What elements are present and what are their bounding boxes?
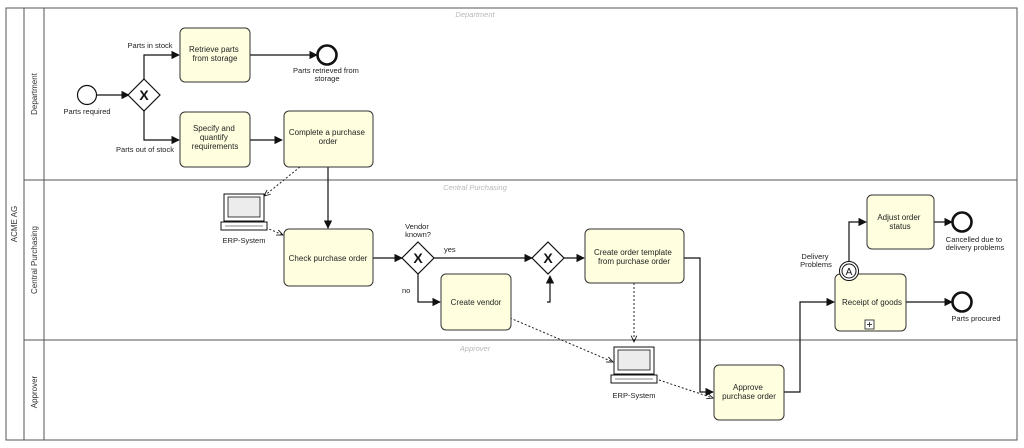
svg-text:Retrieve parts from stor: Retrieve parts from storage [189, 45, 241, 63]
erp-system-label: ERP-System [613, 391, 656, 400]
task-create-order-template[interactable]: Create order template from purchase orde… [584, 228, 685, 284]
end-event-cancelled-label: Cancelled due to delivery problems [946, 235, 1005, 252]
flow-out-of-stock [143, 110, 180, 145]
expand-subprocess-icon[interactable] [864, 319, 875, 330]
lane-label-department: Department [30, 72, 39, 115]
boundary-event-delivery-problems[interactable]: A [839, 261, 859, 281]
lane-hint-department: Department [455, 10, 495, 19]
computer-icon [220, 193, 268, 231]
svg-text:Create vendor: Create vendor [451, 298, 502, 307]
svg-text:Check purchase order: Check purchase order [289, 254, 368, 263]
flow-in-stock [143, 50, 180, 80]
svg-text:Adjust order status: Adjust order status [877, 213, 922, 231]
svg-text:Create order template fr: Create order template from purchase orde… [594, 248, 674, 266]
task-approve-purchase-order[interactable]: Approve purchase order [713, 364, 785, 421]
end-event-retrieved[interactable] [316, 44, 338, 66]
flow-no [417, 274, 441, 307]
start-event-label: Parts required [63, 107, 110, 116]
end-event-cancelled[interactable] [951, 211, 973, 233]
flow-label-in-stock: Parts in stock [127, 41, 172, 50]
flow-template-to-approve [684, 257, 714, 397]
computer-icon [610, 346, 658, 384]
erp-system-label: ERP-System [223, 236, 266, 245]
flow-label-yes: yes [444, 245, 456, 254]
start-event[interactable] [76, 84, 98, 106]
end-event-procured[interactable] [951, 291, 973, 313]
pool-label: ACME AG [10, 206, 19, 242]
end-event-retrieved-label: Parts retrieved from storage [293, 66, 361, 83]
gateway-x-icon: X [413, 250, 423, 266]
task-retrieve-parts[interactable]: Retrieve parts from storage [179, 27, 251, 83]
task-check-purchase-order[interactable]: Check purchase order [283, 228, 374, 287]
association-erp-to-approve [658, 379, 713, 398]
boundary-event-label: Delivery Problems [800, 252, 832, 269]
svg-text:Complete a purchase orde: Complete a purchase order [289, 128, 367, 146]
flow-label-out-of-stock: Parts out of stock [116, 145, 174, 154]
lane-hint-approver: Approver [459, 344, 491, 353]
gateway-x-icon: X [543, 250, 553, 266]
lane-hint-central-purchasing: Central Purchasing [443, 183, 508, 192]
flow-approve-to-receipt [784, 297, 835, 393]
task-specify-requirements[interactable]: Specify and quantify requirements [179, 111, 251, 168]
escalation-icon: A [846, 267, 853, 278]
flow-delivery-problems [848, 217, 867, 261]
subprocess-receipt-of-goods[interactable]: Receipt of goods [834, 273, 907, 332]
gateway-merge[interactable]: X [531, 241, 565, 275]
svg-text:Specify and quantify: Specify and quantify requirements [192, 124, 239, 151]
task-create-vendor[interactable]: Create vendor [440, 273, 512, 331]
association-vendor-to-erp [509, 317, 613, 362]
gateway-vendor[interactable]: X [401, 241, 435, 275]
lane-label-central-purchasing: Central Purchasing [30, 226, 39, 294]
data-associations [261, 166, 713, 398]
gateway-stock[interactable]: X [127, 78, 161, 112]
svg-text:Approve purchase order: Approve purchase order [722, 383, 776, 401]
pool [5, 7, 1018, 441]
gateway-x-icon: X [139, 87, 149, 103]
lane-label-approver: Approver [30, 375, 39, 408]
svg-text:Receipt of goods: Receipt of goods [842, 298, 902, 307]
task-adjust-order-status[interactable]: Adjust order status [866, 194, 935, 250]
task-complete-purchase-order[interactable]: Complete a purchase order [283, 110, 374, 168]
gateway-vendor-label: Vendor known? [405, 222, 431, 239]
end-event-procured-label: Parts procured [951, 314, 1000, 323]
flow-label-no: no [402, 286, 410, 295]
flow-vendor-to-merge [545, 275, 555, 303]
sequence-flows [97, 50, 953, 397]
